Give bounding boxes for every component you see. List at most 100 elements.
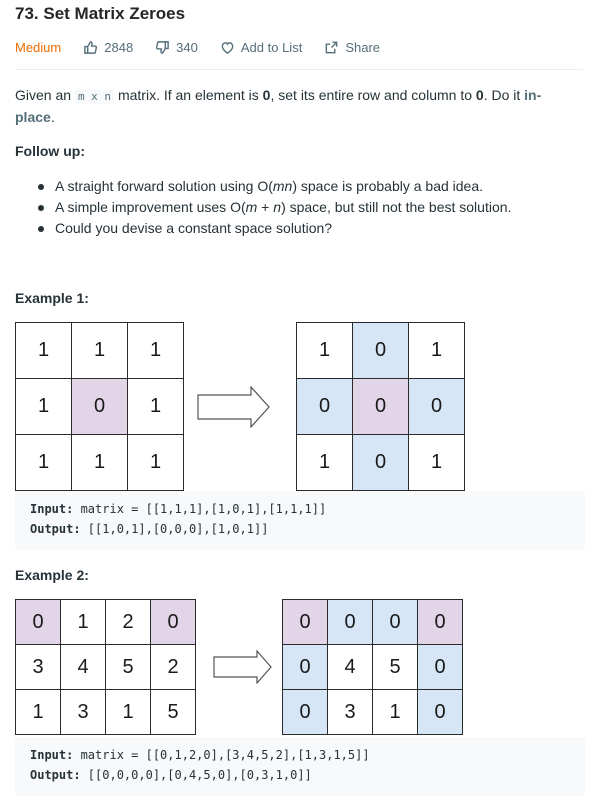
like-button[interactable]: 2848 (83, 40, 133, 55)
statement-text: Given an (15, 87, 75, 103)
bullet-italic: mn (272, 178, 293, 194)
follow-up-list: A straight forward solution using O(mn) … (38, 176, 511, 239)
matrix-cell: 0 (352, 434, 409, 491)
bold-zero: 0 (262, 87, 271, 103)
output-label: Output: (30, 768, 81, 782)
matrix-cell: 0 (352, 378, 409, 435)
matrix-cell: 0 (372, 599, 418, 645)
bullet-text: A simple improvement uses O( (55, 199, 246, 215)
bullet-text: Could you devise a constant space soluti… (55, 220, 333, 236)
example-1-title: Example 1: (15, 290, 89, 306)
problem-title: 73. Set Matrix Zeroes (15, 4, 186, 23)
matrix-cell: 0 (417, 599, 463, 645)
bullet-text: + (257, 199, 274, 215)
bullet-italic: m (245, 199, 258, 215)
arrow-right-icon (213, 650, 272, 684)
bullet-italic: n (273, 199, 282, 215)
matrix-cell: 1 (296, 434, 353, 491)
matrix-cell: 1 (105, 689, 151, 735)
input-value: matrix = [[1,1,1],[1,0,1],[1,1,1]] (73, 502, 327, 516)
example-2-title: Example 2: (15, 567, 89, 583)
example-1-output-line: Output: [[1,0,1],[0,0,0],[1,0,1]] (30, 519, 570, 539)
matrix-cell: 1 (71, 434, 128, 491)
example-2-io-block: Input: matrix = [[0,1,2,0],[3,4,5,2],[1,… (15, 737, 585, 796)
matrix-cell: 4 (60, 644, 106, 690)
input-label: Input: (30, 748, 74, 762)
input-value: matrix = [[0,1,2,0],[3,4,5,2],[1,3,1,5]] (73, 748, 370, 762)
matrix-cell: 0 (282, 689, 328, 735)
matrix-cell: 1 (15, 689, 61, 735)
dislike-button[interactable]: 340 (155, 40, 198, 55)
arrow-right-icon (197, 386, 270, 428)
matrix-cell: 5 (105, 644, 151, 690)
statement-text: , set its entire row and column to (270, 87, 476, 103)
matrix-cell: 2 (150, 644, 196, 690)
dislike-count: 340 (176, 39, 198, 55)
statement-text: . Do it (483, 87, 525, 103)
matrix-cell: 3 (60, 689, 106, 735)
bold-zero: 0 (475, 87, 484, 103)
example-1-io-block: Input: matrix = [[1,1,1],[1,0,1],[1,1,1]… (15, 491, 585, 550)
share-label: Share (345, 39, 381, 55)
example-2-input-line: Input: matrix = [[0,1,2,0],[3,4,5,2],[1,… (30, 745, 570, 765)
matrix-cell: 0 (282, 599, 328, 645)
share-icon (325, 41, 338, 53)
divider (15, 69, 583, 70)
matrix-cell: 5 (372, 644, 418, 690)
matrix-cell: 1 (408, 434, 465, 491)
matrix-cell: 0 (71, 378, 128, 435)
matrix-cell: 1 (408, 322, 465, 379)
matrix-cell: 4 (327, 644, 373, 690)
matrix-cell: 1 (127, 434, 184, 491)
difficulty-badge: Medium (15, 39, 62, 55)
matrix-cell: 1 (127, 322, 184, 379)
matrix-cell: 0 (417, 644, 463, 690)
bullet-text: ) space, but still not the best solution… (281, 199, 512, 215)
matrix-cell: 1 (372, 689, 418, 735)
thumbs-down-icon (156, 40, 169, 54)
matrix-cell: 0 (150, 599, 196, 645)
matrix-cell: 3 (15, 644, 61, 690)
heart-icon (221, 41, 234, 54)
matrix-cell: 0 (352, 322, 409, 379)
statement-text: matrix. If an element is (114, 87, 263, 103)
in-place-link[interactable]: in-place (15, 87, 542, 125)
matrix-cell: 1 (15, 322, 72, 379)
follow-up-heading: Follow up: (15, 143, 85, 159)
matrix-cell: 0 (282, 644, 328, 690)
bullet-text: ) space is probably a bad idea. (292, 178, 484, 194)
matrix-cell: 1 (60, 599, 106, 645)
matrix-cell: 0 (15, 599, 61, 645)
like-count: 2848 (104, 39, 134, 55)
matrix-cell: 2 (105, 599, 151, 645)
add-to-list-button[interactable]: Add to List (220, 40, 302, 55)
list-item: Could you devise a constant space soluti… (38, 218, 511, 239)
output-value: [[1,0,1],[0,0,0],[1,0,1]] (80, 522, 269, 536)
matrix-cell: 1 (71, 322, 128, 379)
matrix-cell: 3 (327, 689, 373, 735)
share-button[interactable]: Share (324, 40, 380, 55)
problem-meta-bar: Medium 2848 340 Add to List Share (15, 38, 402, 56)
example-1-input-line: Input: matrix = [[1,1,1],[1,0,1],[1,1,1]… (30, 499, 570, 519)
matrix-cell: 0 (296, 378, 353, 435)
inline-code: m x n (74, 89, 115, 104)
matrix-cell: 1 (127, 378, 184, 435)
bullet-text: A straight forward solution using O( (55, 178, 273, 194)
matrix-cell: 0 (327, 599, 373, 645)
thumbs-up-icon (84, 40, 98, 54)
example-2-output-line: Output: [[0,0,0,0],[0,4,5,0],[0,3,1,0]] (30, 765, 570, 785)
list-item: A simple improvement uses O(m + n) space… (38, 197, 511, 218)
